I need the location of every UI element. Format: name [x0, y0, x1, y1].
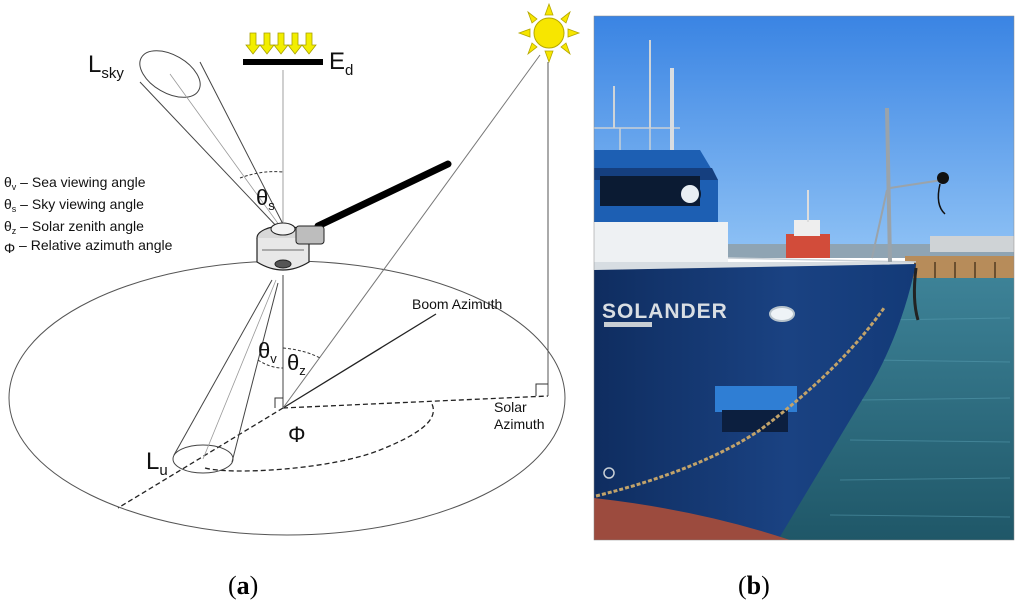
- right-angle-origin: [274, 397, 283, 408]
- solar-azimuth-label-line2: Azimuth: [494, 416, 545, 432]
- panel-a-diagram: Lsky Ed θs θv θz Φ Lu Boom Azimuth Solar…: [4, 2, 581, 600]
- phi-label: Φ: [288, 422, 306, 447]
- theta-z-label: θz: [287, 350, 306, 378]
- boom-azimuth-label: Boom Azimuth: [412, 296, 502, 312]
- sky-cone-edge: [139, 81, 281, 231]
- l-sky-label: Lsky: [88, 51, 124, 82]
- sea-cone-edge: [231, 282, 279, 463]
- sun-ray-line: [282, 54, 541, 409]
- panel-b-photo: SOLANDER: [594, 16, 1014, 540]
- sensor-boom: [314, 160, 452, 230]
- sky-cone-axis: [169, 73, 283, 230]
- radiometer-sensor: [256, 222, 325, 271]
- sea-view-dashed-line: [117, 407, 284, 509]
- legend-item-sky-viewing: θs – Sky viewing angle: [4, 196, 144, 214]
- legend-item-sea-viewing: θv – Sea viewing angle: [4, 174, 146, 192]
- legend-item-solar-zenith: θz – Solar zenith angle: [4, 218, 144, 236]
- theta-s-label: θs: [256, 185, 275, 213]
- ship-name: SOLANDER: [602, 300, 728, 323]
- legend-item-relative-azimuth: Φ – Relative azimuth angle: [4, 237, 173, 256]
- porthole: [769, 306, 795, 322]
- sensor-pole: [885, 107, 892, 263]
- sky-cone-ellipse: [139, 50, 201, 98]
- sky-cone-edge: [199, 61, 286, 229]
- radiometer-on-pole: [937, 172, 949, 184]
- anchor-box: [715, 386, 797, 412]
- caption-b: (b): [738, 571, 770, 600]
- downwelling-arrows: [245, 32, 317, 55]
- phi-arc: [204, 403, 434, 472]
- anchor-chain: [595, 307, 886, 498]
- theta-s-arc: [239, 171, 284, 179]
- sea-cone-axis: [202, 279, 277, 460]
- irradiance-sensor-plate: [243, 59, 323, 65]
- solar-azimuth-line: [282, 395, 549, 409]
- theta-z-arc: [282, 347, 321, 359]
- sea-cone-edge: [173, 279, 273, 456]
- caption-a: (a): [228, 571, 258, 600]
- right-angle-solar: [535, 383, 548, 396]
- photo-frame: [593, 15, 1015, 541]
- e-d-label: Ed: [329, 48, 353, 79]
- theta-v-label: θv: [258, 338, 277, 366]
- l-u-label: Lu: [146, 448, 168, 479]
- solar-azimuth-label: Solar: [494, 399, 527, 415]
- sun-icon: [517, 2, 581, 64]
- angle-legend: θv – Sea viewing angle θs – Sky viewing …: [4, 174, 173, 256]
- theta-v-arc: [257, 359, 284, 369]
- boom-azimuth-line: [282, 313, 437, 409]
